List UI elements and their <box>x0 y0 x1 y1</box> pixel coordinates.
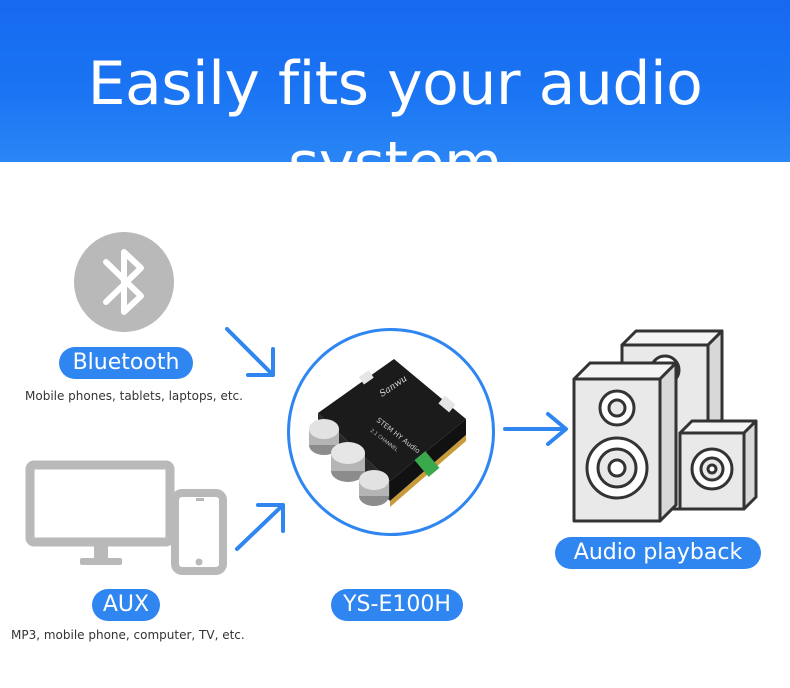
audio-playback-label: Audio playback <box>555 537 761 569</box>
bluetooth-caption: Mobile phones, tablets, laptops, etc. <box>25 389 243 403</box>
monitor-phone-icon <box>25 460 227 575</box>
amplifier-board-image: Sanwu STEM HY Audio 2.1 CHANNEL <box>309 359 466 507</box>
device-model-label: YS-E100H <box>331 589 463 621</box>
device-image-frame: Sanwu STEM HY Audio 2.1 CHANNEL <box>287 328 495 536</box>
aux-label: AUX <box>92 589 160 621</box>
knob-icon <box>331 442 365 482</box>
arrow-device-to-speakers <box>503 412 568 446</box>
header-banner: Easily fits your audio system <box>0 0 790 199</box>
bluetooth-icon <box>74 232 174 332</box>
bluetooth-label: Bluetooth <box>59 347 193 379</box>
speakers-icon <box>572 329 758 523</box>
banner-title: Easily fits your audio system <box>87 49 703 199</box>
knob-icon <box>309 419 339 455</box>
knob-icon <box>359 470 389 506</box>
arrow-aux-to-device <box>235 503 285 551</box>
arrow-bluetooth-to-device <box>225 327 275 377</box>
aux-caption: MP3, mobile phone, computer, TV, etc. <box>11 628 245 642</box>
